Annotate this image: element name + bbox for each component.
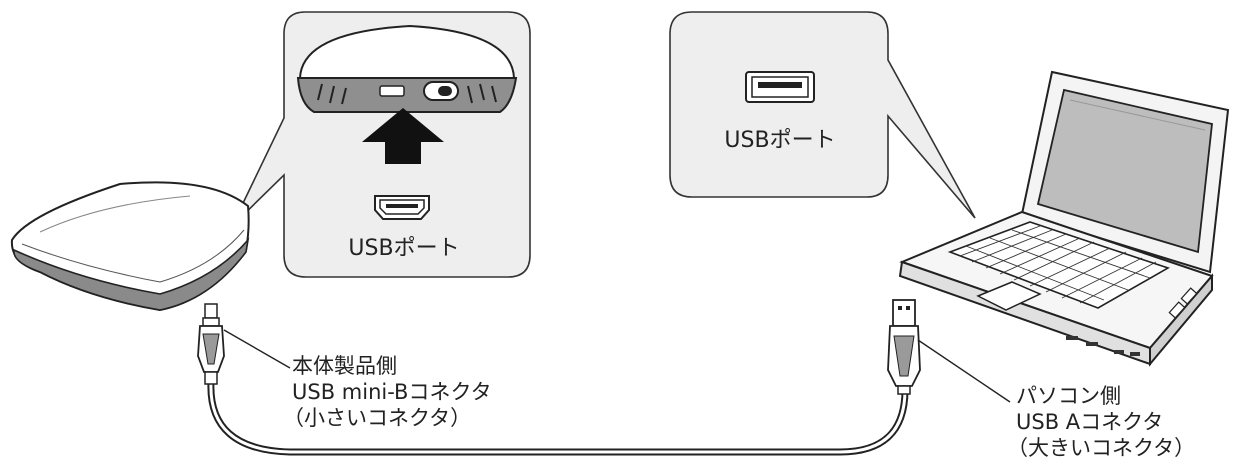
- leader-line-device: [223, 329, 291, 369]
- device-connector-line1: 本体製品側: [292, 354, 397, 378]
- usb-cable: [207, 381, 909, 456]
- device-edge-closeup: [296, 24, 518, 113]
- usb-a-port-icon: [745, 71, 815, 103]
- pc-connector-line3: （大きいコネクタ）: [1007, 436, 1196, 460]
- laptop-computer: [898, 70, 1230, 367]
- device-port-callout: [231, 11, 531, 278]
- leader-line-pc: [917, 339, 1011, 403]
- pc-port-callout: [669, 11, 976, 219]
- pc-usb-port-label: USBポート: [724, 128, 836, 153]
- mini-usb-port-icon: [379, 85, 405, 97]
- device-connector-line2: USB mini-Bコネクタ: [292, 380, 492, 404]
- mini-usb-b-port-icon: [374, 195, 430, 220]
- laptop-screen: [1036, 88, 1213, 254]
- device-connector-line3: （小さいコネクタ）: [283, 406, 472, 430]
- pc-connector-line1: パソコン側: [1016, 384, 1121, 408]
- usb-a-plug: [887, 299, 921, 395]
- external-drive: [10, 181, 250, 312]
- device-usb-port-label: USBポート: [348, 236, 460, 261]
- callout-bubble-right: [669, 11, 976, 219]
- pc-connector-line2: USB Aコネクタ: [1016, 410, 1164, 434]
- usb-mini-b-plug: [197, 303, 225, 385]
- insert-arrow-icon: [362, 108, 444, 164]
- laptop-touchpad: [976, 281, 1042, 311]
